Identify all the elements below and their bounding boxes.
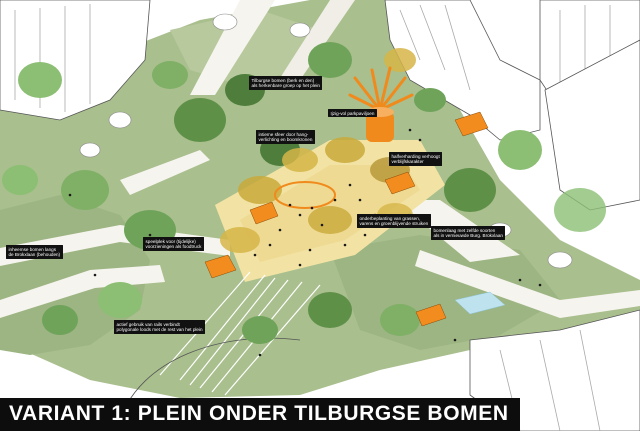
annotation-bomenlaag: bomenlaag met zelfde soorten als in vern…: [431, 226, 506, 240]
line-trees: [79, 13, 573, 269]
water-feature: [454, 291, 506, 315]
people: [68, 128, 542, 357]
annotation-halfverharding: halfverharding verhoogt verblijfskarakte…: [389, 152, 443, 166]
annotation-actief-gebruik: actief gebruik van rails verbindt polygo…: [114, 320, 206, 334]
annotation-inheemse-bomen: inheemse bomen langs de Brokxlaan (behou…: [6, 245, 63, 259]
annotation-tilburgse-bomen: Tilburgse bomen (berk en den) als herken…: [249, 76, 323, 90]
green-tree-canopies: [2, 42, 606, 344]
light-ring: [274, 181, 336, 209]
title-banner: [0, 398, 520, 431]
annotation-speelplek: speelplek voor (tijdelijke) voorzieninge…: [143, 237, 204, 251]
food-trucks: [204, 111, 489, 327]
annotation-parkpaviljoen: Ijzig-vol parkpaviljoen: [328, 109, 377, 118]
annotation-onderbeplanting: onderbeplanting van grassen, varens en g…: [357, 214, 431, 228]
plan-title: VARIANT 1: PLEIN ONDER TILBURGSE BOMEN: [9, 402, 509, 425]
annotation-intieme-sfeer: intieme sfeer door hang- verlichting en …: [256, 130, 315, 144]
